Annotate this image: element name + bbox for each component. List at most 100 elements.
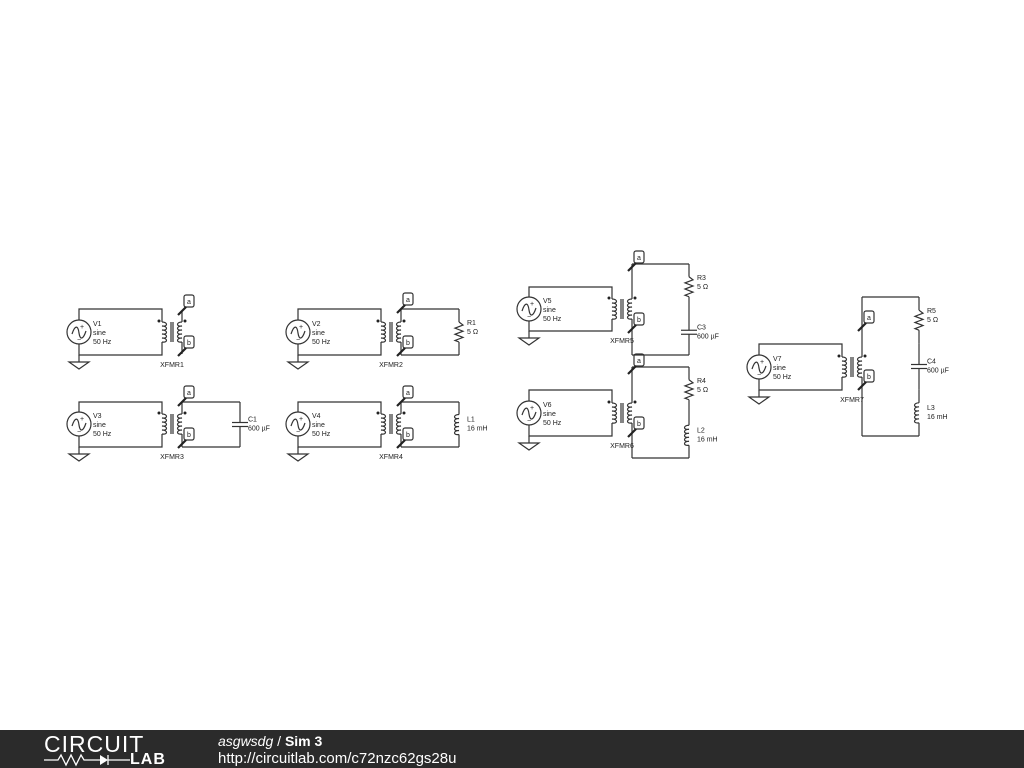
probe-label-a: a	[187, 390, 191, 397]
resistor-icon	[683, 379, 695, 401]
sim-name[interactable]: Sim 3	[284, 733, 323, 749]
source-type: sine	[312, 330, 325, 337]
wire	[528, 319, 613, 332]
source-type: sine	[93, 422, 106, 429]
sim-author[interactable]: asgwsdg	[218, 733, 274, 749]
probe-label-b: b	[406, 432, 410, 439]
probe-lead	[177, 439, 187, 449]
component-value: 600 µF	[697, 333, 719, 340]
logo-text-lab: LAB	[130, 751, 166, 768]
wire	[78, 308, 163, 322]
source-type: sine	[93, 330, 106, 337]
transformer-primary-icon	[380, 413, 387, 435]
ground-icon	[286, 361, 310, 370]
ground-icon	[67, 453, 91, 462]
component-value: 5 Ω	[467, 329, 478, 336]
ground-icon	[517, 442, 541, 451]
probe-label-b: b	[187, 432, 191, 439]
sine-wave-icon	[290, 326, 306, 339]
probe-lead	[857, 381, 867, 391]
resistor-icon	[913, 309, 925, 331]
probe-box-b	[402, 335, 414, 349]
probe-box-b	[183, 427, 195, 441]
source-type: sine	[543, 307, 556, 314]
component-value: 16 mH	[927, 414, 948, 421]
logo-text-circuit: CIRCUIT	[44, 731, 145, 757]
probe-lead	[396, 347, 406, 357]
ground-icon	[286, 453, 310, 462]
probe-box-a	[183, 294, 195, 308]
circuitlab-logo[interactable]: CIRCUIT LAB	[44, 731, 174, 768]
inductor-icon	[913, 402, 920, 424]
polarity-dot-icon	[157, 319, 161, 323]
probe-lead	[627, 324, 637, 334]
minus-sign-icon: −	[757, 372, 761, 379]
inductor-icon	[453, 413, 460, 436]
probe-lead	[396, 439, 406, 449]
probe-box-a	[402, 292, 414, 306]
voltage-source-icon	[516, 400, 542, 426]
probe-label-a: a	[637, 255, 641, 262]
transformer-primary-icon	[611, 402, 618, 424]
probe-box-b	[863, 369, 875, 383]
polarity-dot-icon	[633, 296, 637, 300]
probe-box-b	[633, 312, 645, 326]
transformer-secondary-icon	[395, 321, 402, 343]
probe-label-b: b	[637, 421, 641, 428]
source-frequency: 50 Hz	[312, 431, 331, 438]
probe-lead	[396, 397, 406, 407]
probe-label-b: b	[637, 317, 641, 324]
transformer-primary-icon	[841, 356, 848, 378]
source-frequency: 50 Hz	[543, 316, 562, 323]
component-value: 16 mH	[697, 436, 718, 443]
transformer-secondary-icon	[176, 321, 183, 343]
sine-wave-icon	[71, 326, 87, 339]
sine-wave-icon	[71, 418, 87, 431]
source-frequency: 50 Hz	[773, 374, 792, 381]
transformer-name: XFMR4	[379, 454, 403, 461]
source-name: V6	[543, 402, 552, 409]
probe-box-a	[863, 310, 875, 324]
wire	[297, 401, 382, 414]
sim-title: asgwsdg / Sim 3	[218, 732, 322, 750]
plus-sign-icon: +	[530, 405, 534, 412]
minus-sign-icon: −	[77, 429, 81, 436]
transformer-primary-icon	[611, 298, 618, 320]
transformer-name: XFMR7	[840, 397, 864, 404]
voltage-source-icon	[66, 319, 92, 345]
sim-url[interactable]: http://circuitlab.com/c72nzc62gs28u	[218, 750, 457, 767]
transformer-primary-icon	[161, 413, 168, 435]
source-name: V2	[312, 321, 321, 328]
component-name: R1	[467, 320, 476, 327]
sine-wave-icon	[521, 303, 537, 316]
logo-resistor-diode-icon	[44, 753, 130, 767]
probe-label-b: b	[406, 340, 410, 347]
probe-box-b	[183, 335, 195, 349]
probe-box-a	[633, 250, 645, 264]
voltage-source-icon	[516, 296, 542, 322]
polarity-dot-icon	[607, 296, 611, 300]
component-value: 16 mH	[467, 426, 488, 433]
probe-label-a: a	[637, 358, 641, 365]
probe-box-a	[183, 385, 195, 399]
component-name: C3	[697, 324, 706, 331]
source-frequency: 50 Hz	[93, 431, 112, 438]
polarity-dot-icon	[633, 400, 637, 404]
minus-sign-icon: −	[527, 314, 531, 321]
footer-bar: CIRCUIT LAB asgwsdg / Sim 3 http://circu…	[0, 730, 1024, 768]
probe-label-a: a	[867, 315, 871, 322]
resistor-icon	[453, 321, 465, 343]
plus-sign-icon: +	[530, 301, 534, 308]
wire	[528, 423, 613, 437]
ground-icon	[747, 396, 771, 405]
component-name: C4	[927, 359, 936, 366]
source-frequency: 50 Hz	[93, 339, 112, 346]
component-name: R5	[927, 308, 936, 315]
wire	[528, 286, 613, 299]
transformer-primary-icon	[380, 321, 387, 343]
transformer-secondary-icon	[176, 413, 183, 435]
plus-sign-icon: +	[760, 359, 764, 366]
